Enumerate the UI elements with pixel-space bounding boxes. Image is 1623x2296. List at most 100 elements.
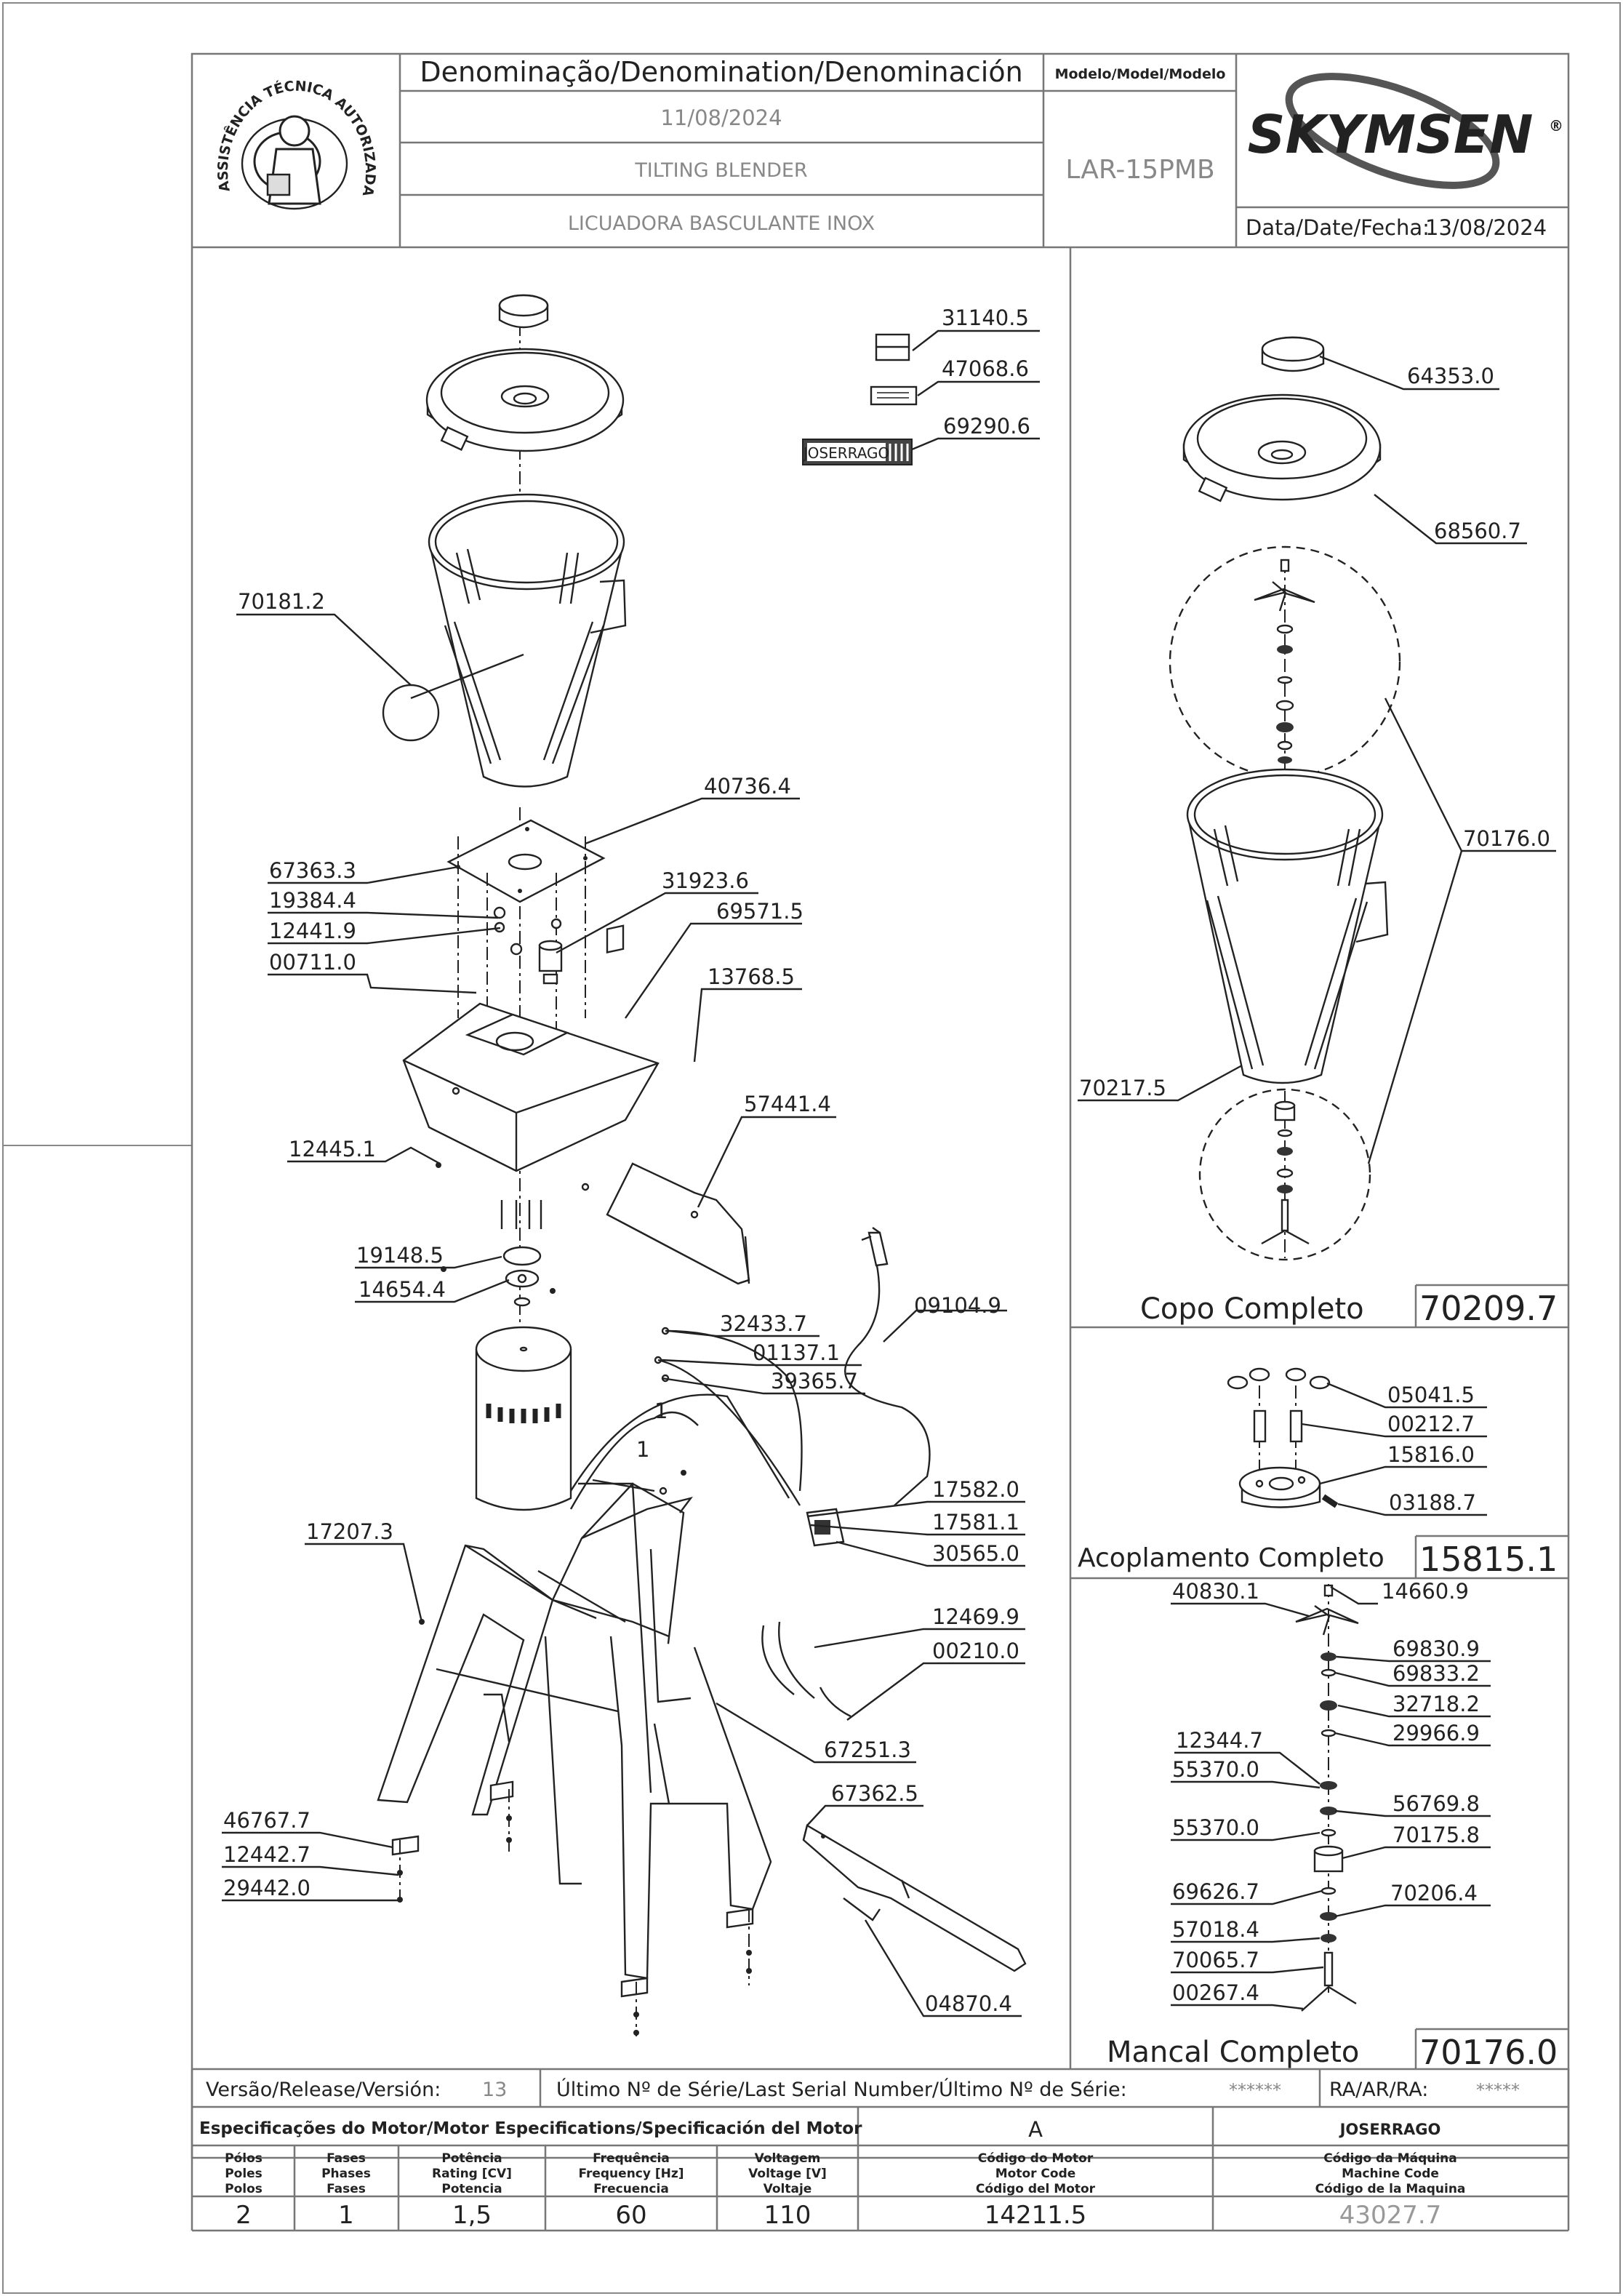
footer-block: Versão/Release/Versión: 13 Último Nº de … [199,2078,1520,2142]
date-label: Data/Date/Fecha: [1246,215,1430,240]
drawing-frame [191,52,1570,2159]
part-label: 67362.5 [831,1781,918,1806]
part-label: 29442.0 [223,1876,310,1900]
part-label: 29966.9 [1392,1721,1480,1745]
part-labels-mancal: 40830.1 14660.9 69830.9 69833.2 32718.2 … [1107,1579,1558,2072]
part-label: 01137.1 [753,1340,840,1365]
part-label: 14654.4 [358,1277,446,1302]
spec-rating-caption: Rating [CV] [432,2167,512,2181]
part-label: 40830.1 [1172,1579,1259,1604]
part-label: 32718.2 [1392,1692,1480,1716]
part-label: 69626.7 [1172,1879,1259,1904]
part-label: 68560.7 [1434,519,1521,543]
top-plate [446,819,606,1047]
tilt-arm [802,1824,1027,1972]
part-label: 70065.7 [1172,1948,1259,1972]
brand-wordmark: SKYMSEN [1248,104,1534,165]
product-name-en: TILTING BLENDER [634,159,807,182]
part-label: 69830.9 [1392,1636,1480,1661]
authorized-service-seal: ASSISTÊNCIA TÉCNICA AUTORIZADA [215,78,378,210]
spec-phases-value: 1 [338,2201,354,2230]
acoplamento-title: Acoplamento Completo [1078,1543,1384,1573]
part-label: 47068.6 [942,356,1029,381]
part-label: 40736.4 [704,774,791,799]
part-label: 12469.9 [932,1604,1019,1629]
part-label: 00267.4 [1172,1980,1259,2005]
part-label: 14660.9 [1382,1579,1469,1604]
drafter-name: JOSERRAGO [1339,2121,1441,2138]
part-label: 12445.1 [289,1137,376,1161]
power-cord-and-switch: 1 1 [569,1227,931,1547]
product-name-es: LICUADORA BASCULANTE INOX [568,212,875,235]
spec-frequency-caption: Frequência [593,2151,670,2166]
spec-frequency-caption: Frecuencia [593,2182,669,2196]
part-label: 69290.6 [943,414,1030,439]
part-label: 17582.0 [932,1477,1019,1502]
spec-poles-caption: Polos [225,2182,263,2196]
jar-lid [425,348,625,452]
springs [761,1621,851,1718]
part-label: 46767.7 [223,1808,310,1833]
part-label: 12344.7 [1176,1728,1263,1753]
part-label: 00711.0 [269,950,356,975]
registered-mark: ® [1549,117,1563,135]
motor-mount-hardware [436,1162,556,1307]
part-label: 19148.5 [356,1243,444,1268]
motor-housing [402,924,660,1172]
spec-rating-value: 1,5 [452,2201,492,2230]
mancal-code: 70176.0 [1419,2033,1558,2072]
model-label: Modelo/Model/Modelo [1055,66,1226,82]
main-assembly-drawing: 1 1 JOSERRAGO [222,294,1040,2036]
spec-machine_code-caption: Código de la Maquina [1315,2182,1466,2196]
part-label: 17207.3 [306,1519,393,1544]
part-label: 31923.6 [662,868,749,893]
part-label: 70217.5 [1079,1076,1166,1100]
spec-poles-value: 2 [236,2201,252,2230]
part-label: 00210.0 [932,1639,1019,1663]
part-label: 03188.7 [1389,1490,1476,1515]
copo-code: 70209.7 [1419,1289,1558,1328]
part-label: 69833.2 [1392,1661,1480,1686]
wire-marker-2: 1 [636,1437,649,1462]
spec-phases-caption: Fases [326,2151,366,2166]
spec-motor_code-value: 14211.5 [985,2201,1087,2230]
motor [475,1326,572,1511]
denomination-title: Denominação/Denomination/Denominación [420,56,1022,88]
part-labels-copo: 64353.0 68560.7 70176.0 70217.5 Copo Com… [1079,364,1558,1328]
part-label: 05041.5 [1387,1383,1475,1407]
acoplamento-code: 15815.1 [1419,1540,1558,1579]
motor-spec-columns: PólosPolesPolos2FasesPhasesFases1Potênci… [225,2151,1465,2230]
spec-motor_code-caption: Código do Motor [978,2151,1094,2166]
spec-motor_code-caption: Motor Code [995,2167,1076,2181]
copo-completo-drawing [1169,336,1401,1261]
date-value: 13/08/2024 [1425,215,1547,240]
part-label: 70181.2 [238,589,325,614]
part-label: 19384.4 [269,888,356,913]
part-label: 56769.8 [1392,1791,1480,1816]
spec-machine_code-caption: Código da Máquina [1323,2151,1457,2166]
release-label: Versão/Release/Versión: [206,2079,441,2101]
spec-frequency-value: 60 [615,2201,646,2230]
acoplamento-leader-lines [1301,1382,1487,1516]
part-label: 17581.1 [932,1510,1019,1535]
skymsen-logo: SKYMSEN ® [1248,73,1563,189]
header-date: 11/08/2024 [660,105,782,130]
part-label: 09104.9 [914,1293,1001,1318]
spec-frequency-caption: Frequency [Hz] [578,2167,684,2181]
part-label: 67363.3 [269,858,356,883]
part-labels-acoplamento: 05041.5 00212.7 15816.0 03188.7 Acoplame… [1078,1383,1558,1579]
spec-rating-caption: Potência [441,2151,502,2166]
part-label: 13768.5 [708,964,795,989]
spec-voltage-caption: Voltaje [764,2182,812,2196]
ra-value: ***** [1476,2080,1520,2100]
spec-poles-caption: Pólos [225,2151,263,2166]
serial-label: Último Nº de Série/Last Serial Number/Úl… [556,2078,1127,2101]
release-value: 13 [482,2079,507,2101]
mancal-title: Mancal Completo [1107,2036,1359,2069]
coupling-sleeve [538,940,563,985]
part-label: 57018.4 [1172,1917,1259,1942]
part-label: 00212.7 [1387,1412,1475,1436]
part-label: 15816.0 [1387,1442,1475,1467]
spec-poles-caption: Poles [225,2167,263,2181]
